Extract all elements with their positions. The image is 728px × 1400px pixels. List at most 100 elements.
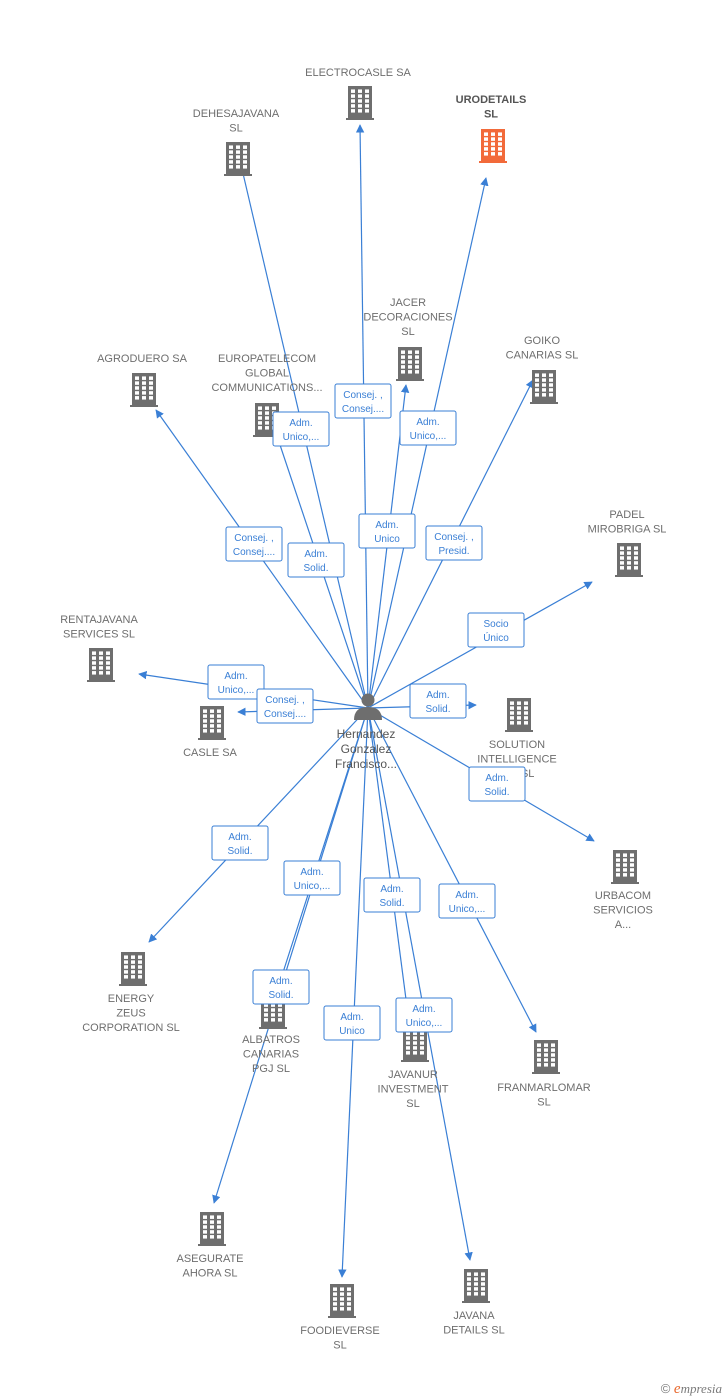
building-icon[interactable] <box>611 850 639 884</box>
role-text-line: Consej.... <box>233 547 275 558</box>
company-name-line: ELECTROCASLE SA <box>305 67 411 79</box>
role-label-electrocasle: Consej. ,Consej.... <box>334 383 392 419</box>
building-icon[interactable] <box>401 1028 429 1062</box>
role-text-line: Adm. <box>455 890 478 901</box>
building-icon[interactable] <box>198 706 226 740</box>
role-box <box>211 825 269 861</box>
company-node-electrocasle[interactable]: ELECTROCASLE SA <box>305 67 412 120</box>
company-name-line: FOODIEVERSE <box>300 1325 379 1337</box>
role-label-javana: Adm.Unico,... <box>395 997 453 1033</box>
company-node-europatelecom[interactable]: EUROPATELECOMGLOBALCOMMUNICATIONS... <box>211 353 323 437</box>
role-box <box>283 860 341 896</box>
role-label-agroduero: Consej. ,Consej.... <box>225 526 283 562</box>
company-name-line: SL <box>406 1098 419 1110</box>
building-icon[interactable] <box>532 1040 560 1074</box>
company-node-urbacom[interactable]: URBACOMSERVICIOSA... <box>593 850 653 931</box>
company-name-line: RENTAJAVANA <box>60 614 138 626</box>
company-name-line: SL <box>401 326 414 338</box>
role-text-line: Consej. , <box>265 695 304 706</box>
role-text-line: Adm. <box>426 690 449 701</box>
building-icon[interactable] <box>130 373 158 407</box>
role-text-line: Unico,... <box>283 432 320 443</box>
role-box <box>225 526 283 562</box>
building-icon[interactable] <box>479 129 507 163</box>
role-text-line: Unico,... <box>410 431 447 442</box>
person-name-line: Gonzalez <box>341 742 392 756</box>
role-box <box>252 969 310 1005</box>
company-name-line: URBACOM <box>595 890 651 902</box>
building-icon[interactable] <box>505 698 533 732</box>
company-node-jacer[interactable]: JACER DECORACIONES SL <box>363 297 453 381</box>
company-name-line: SL <box>333 1340 346 1352</box>
role-box <box>409 683 467 719</box>
company-name-line: SL <box>484 109 498 121</box>
building-icon[interactable] <box>530 370 558 404</box>
building-icon[interactable] <box>328 1284 356 1318</box>
building-icon[interactable] <box>87 648 115 682</box>
role-text-line: Unico <box>339 1026 365 1037</box>
role-label-energy: Adm.Solid. <box>211 825 269 861</box>
building-icon[interactable] <box>346 86 374 120</box>
company-node-foodieverse[interactable]: FOODIEVERSE SL <box>300 1284 380 1352</box>
company-name-line: PADEL <box>609 509 644 521</box>
role-label-jacer: Adm.Unico <box>358 513 416 549</box>
role-box <box>399 410 457 446</box>
building-icon[interactable] <box>198 1212 226 1246</box>
building-icon[interactable] <box>396 347 424 381</box>
brand-footer: © empresia <box>661 1381 722 1398</box>
role-text-line: Presid. <box>438 546 469 557</box>
role-label-dehesajavana: Adm.Solid. <box>287 542 345 578</box>
person-name-line: Francisco... <box>335 757 397 771</box>
company-name-line: DECORACIONES <box>363 312 452 324</box>
building-icon[interactable] <box>462 1269 490 1303</box>
building-icon[interactable] <box>615 543 643 577</box>
center-node[interactable]: HernandezGonzalezFrancisco... <box>335 693 397 772</box>
role-text-line: Solid. <box>379 898 404 909</box>
company-node-agroduero[interactable]: AGRODUERO SA <box>97 353 188 407</box>
company-name-line: JACER <box>390 297 426 309</box>
edge-asegurate <box>212 707 369 1204</box>
role-text-line: Adm. <box>380 884 403 895</box>
role-label-europatelecom: Adm.Unico,... <box>272 411 330 447</box>
edge-javana <box>367 707 473 1261</box>
role-text-line: Adm. <box>485 773 508 784</box>
company-name-line: INTELLIGENCE <box>477 754 556 766</box>
roles-layer: Consej. ,Consej....Adm.Unico,...Adm.Soli… <box>207 383 526 1041</box>
role-text-line: Consej.... <box>342 404 384 415</box>
building-icon[interactable] <box>119 952 147 986</box>
role-box <box>358 513 416 549</box>
role-text-line: Unico,... <box>449 904 486 915</box>
role-text-line: Solid. <box>303 563 328 574</box>
company-node-solution[interactable]: SOLUTIONINTELLIGENCEICS SL <box>477 698 557 780</box>
role-box <box>395 997 453 1033</box>
company-name-line: AGRODUERO SA <box>97 353 188 365</box>
role-label-asegurate: Adm.Solid. <box>252 969 310 1005</box>
role-text-line: Adm. <box>375 520 398 531</box>
role-label-solution: Adm.Solid. <box>409 683 467 719</box>
company-name-line: ASEGURATE <box>176 1253 243 1265</box>
role-label-casle: Consej. , Consej.... <box>256 688 314 724</box>
company-node-casle[interactable]: CASLE SA <box>183 706 238 759</box>
role-text-line: Consej.... <box>264 709 306 720</box>
role-box <box>272 411 330 447</box>
role-label-franmarlomar: Adm. Unico,... <box>438 883 496 919</box>
person-icon[interactable] <box>354 693 382 721</box>
role-box <box>438 883 496 919</box>
building-icon[interactable] <box>224 142 252 176</box>
role-text-line: Solid. <box>227 846 252 857</box>
company-name-line: CASLE SA <box>183 747 237 759</box>
company-name-line: SOLUTION <box>489 739 545 751</box>
edge-javanur <box>367 707 414 1031</box>
